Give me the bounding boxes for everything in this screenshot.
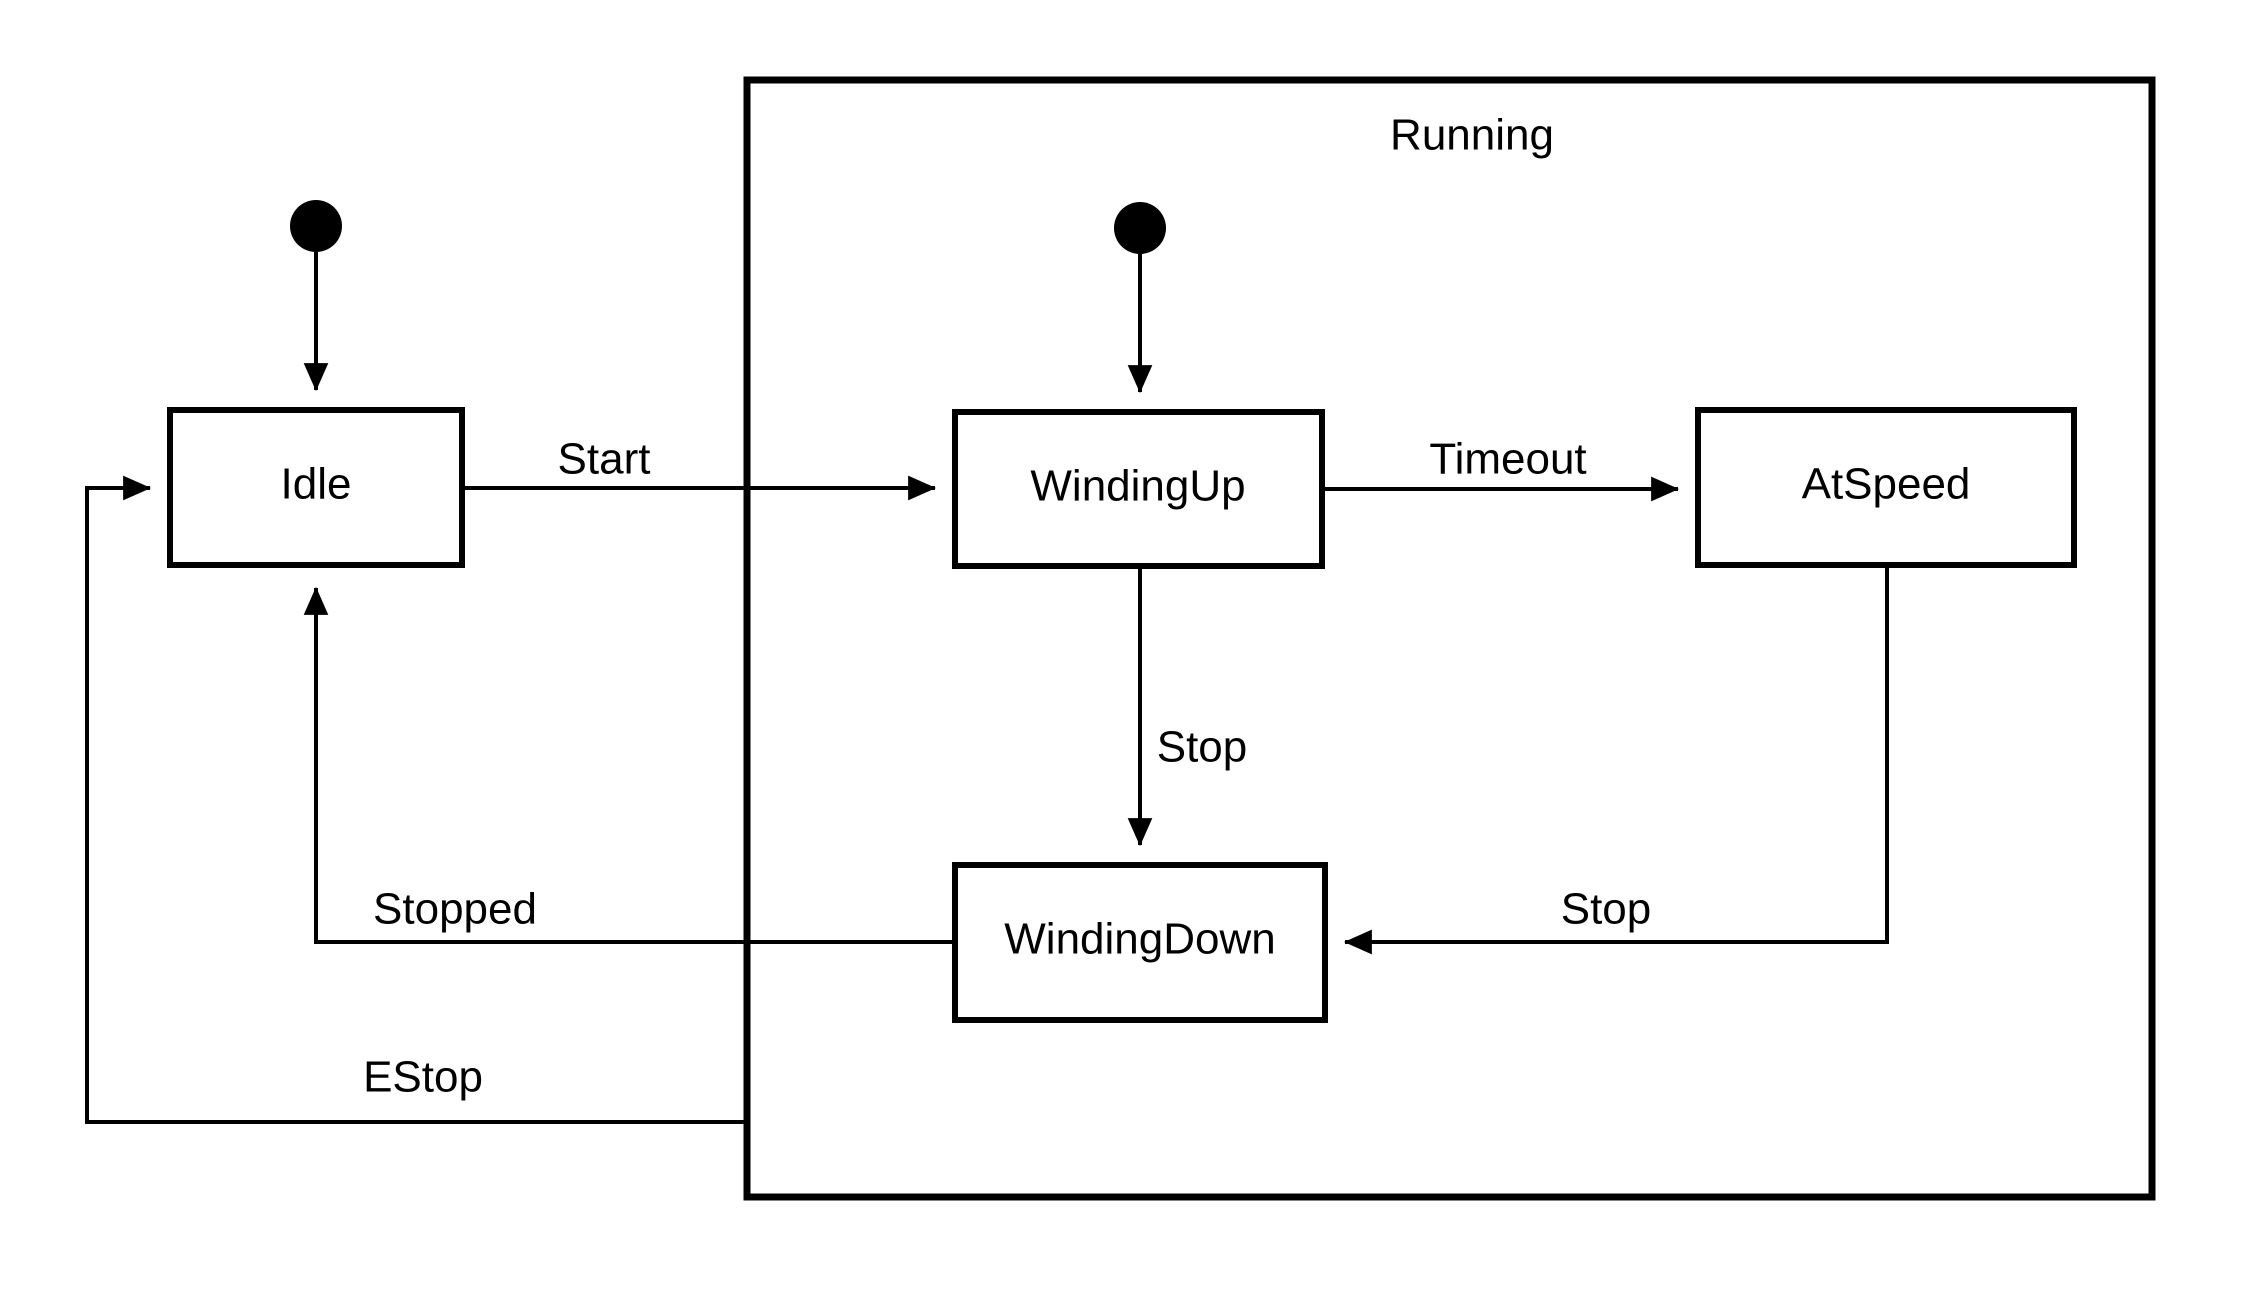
transition-stop-windingup-label: Stop (1157, 723, 1248, 772)
state-windingup[interactable]: WindingUp (952, 409, 1325, 569)
region-running[interactable] (743, 76, 2156, 1201)
region-running-label: Running (1390, 111, 1554, 160)
state-atspeed[interactable]: AtSpeed (1695, 407, 2077, 568)
state-windingdown-label: WindingDown (1004, 915, 1275, 964)
transition-timeout-label: Timeout (1429, 435, 1586, 484)
transition-start-label: Start (558, 435, 651, 484)
transition-estop-label: EStop (363, 1053, 483, 1102)
initial-state-top[interactable] (290, 200, 342, 392)
state-idle-label: Idle (281, 460, 352, 509)
state-windingup-label: WindingUp (1030, 462, 1245, 511)
transition-estop[interactable] (85, 475, 747, 1124)
state-idle[interactable]: Idle (167, 407, 465, 568)
initial-dot-icon (290, 200, 342, 252)
transition-stop-atspeed-label: Stop (1561, 885, 1652, 934)
transition-stopped[interactable] (303, 586, 955, 944)
transition-stop-atspeed[interactable] (1343, 565, 1889, 955)
state-windingdown[interactable]: WindingDown (952, 862, 1328, 1023)
state-atspeed-label: AtSpeed (1802, 460, 1971, 509)
initial-dot-running-icon (1114, 202, 1166, 254)
initial-state-running[interactable] (1114, 202, 1166, 394)
transition-stopped-label: Stopped (373, 885, 537, 934)
